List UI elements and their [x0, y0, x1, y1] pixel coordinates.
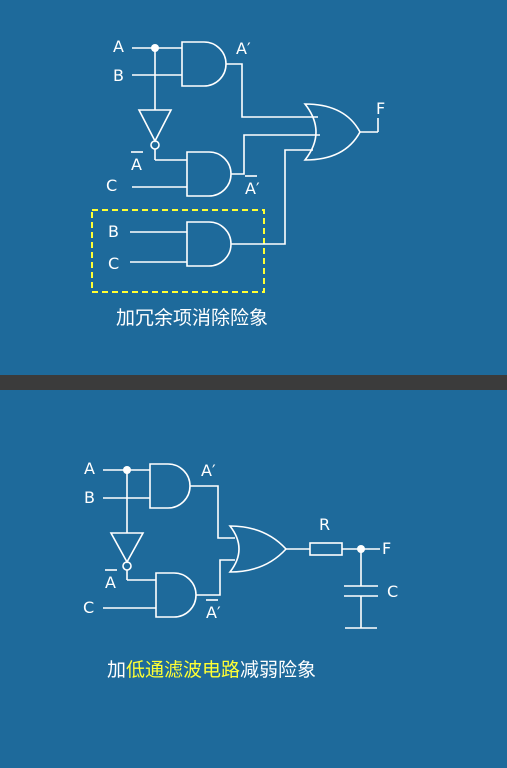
- top-panel: A B A′ A C A′ F B C 加冗余项消除险象: [0, 0, 507, 375]
- label-a-prime: A′: [236, 39, 251, 58]
- top-circuit-diagram: A B A′ A C A′ F B C 加冗余项消除险象: [91, 37, 385, 329]
- label-a-bar-prime: A′: [206, 603, 221, 622]
- and-gate-1: [149, 463, 191, 509]
- and-gate-2: [155, 572, 197, 618]
- label-f: F: [382, 539, 391, 558]
- label-a: A: [84, 459, 95, 478]
- bottom-caption-highlight: 低通滤波电路: [126, 659, 240, 681]
- wire-and3-out: [231, 149, 313, 245]
- bottom-circuit-diagram: A B A′ A C A′ R F C 加低通滤波电路减弱险象: [83, 459, 398, 681]
- label-b: B: [113, 66, 124, 85]
- inverter: [109, 532, 145, 564]
- label-a-bar: A: [131, 155, 142, 174]
- label-box-b: B: [108, 222, 119, 241]
- bottom-panel: A B A′ A C A′ R F C 加低通滤波电路减弱险象: [0, 390, 507, 768]
- label-a-bar: A: [105, 573, 116, 592]
- label-c: C: [83, 598, 94, 617]
- bottom-caption-part1: 加: [107, 659, 126, 681]
- label-box-c: C: [108, 254, 119, 273]
- and-gate-1: [181, 41, 227, 87]
- and-gate-2: [186, 151, 232, 197]
- bottom-caption-part2: 减弱险象: [240, 659, 316, 681]
- label-f: F: [376, 99, 385, 118]
- label-r: R: [319, 515, 330, 534]
- inverter: [137, 109, 173, 143]
- resistor: [309, 542, 343, 556]
- and-gate-3: [186, 221, 232, 267]
- label-a: A: [113, 37, 124, 56]
- top-caption: 加冗余项消除险象: [116, 307, 268, 329]
- label-a-bar-prime: A′: [245, 179, 260, 198]
- wire-and2-out: [196, 559, 235, 596]
- wire-and2-out: [231, 134, 320, 175]
- or-gate: [228, 525, 288, 573]
- label-capacitor-c: C: [387, 582, 398, 601]
- label-c: C: [106, 176, 117, 195]
- wire-and1-out: [190, 485, 235, 539]
- label-b: B: [84, 488, 95, 507]
- panel-divider: [0, 375, 507, 390]
- label-a-prime: A′: [201, 461, 216, 480]
- or-gate: [303, 103, 361, 161]
- redundant-term-box: [91, 209, 265, 293]
- bottom-caption: 加低通滤波电路减弱险象: [107, 659, 316, 681]
- wire-and1-out: [226, 63, 318, 118]
